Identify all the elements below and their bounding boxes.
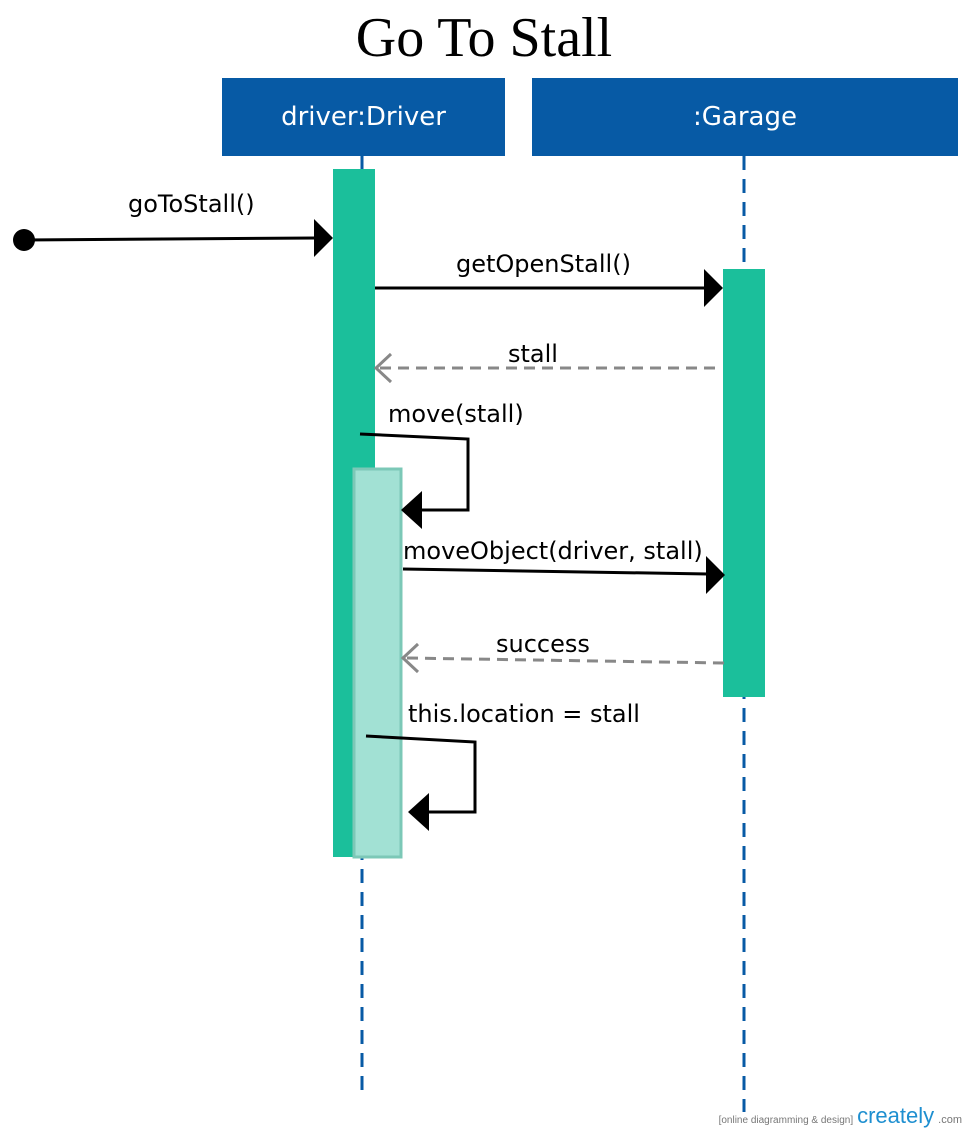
message-return-stall[interactable]: stall: [373, 340, 716, 384]
arrowhead-icon: [408, 793, 429, 831]
arrowhead-icon: [401, 491, 422, 529]
message-label: success: [496, 630, 590, 658]
message-label: stall: [508, 340, 558, 368]
activation-garage: [723, 269, 765, 697]
creately-logo: creately: [857, 1103, 935, 1128]
arrowhead-icon: [704, 269, 723, 307]
watermark-tagline: [online diagramming & design]: [718, 1115, 854, 1126]
lifeline-header-garage[interactable]: :Garage: [532, 78, 958, 156]
message-self-move[interactable]: move(stall): [359, 400, 524, 529]
watermark-suffix: .com: [938, 1114, 962, 1126]
message-gotostall[interactable]: goToStall(): [13, 190, 333, 257]
arrowhead-icon: [706, 556, 725, 594]
message-label: getOpenStall(): [456, 250, 631, 278]
open-arrowhead-icon: [400, 642, 420, 674]
diagram-title: Go To Stall: [355, 7, 613, 69]
message-moveobject[interactable]: moveObject(driver, stall): [402, 537, 725, 594]
activation-driver-nested: [352, 467, 403, 859]
message-label: this.location = stall: [408, 700, 640, 728]
message-getopenstall[interactable]: getOpenStall(): [375, 250, 723, 307]
message-self-location[interactable]: this.location = stall: [365, 700, 640, 831]
message-label: move(stall): [388, 400, 524, 428]
message-return-success[interactable]: success: [400, 630, 725, 674]
lifeline-header-driver[interactable]: driver:Driver: [222, 78, 505, 156]
message-label: goToStall(): [128, 190, 255, 218]
message-label: moveObject(driver, stall): [403, 537, 703, 565]
arrowhead-icon: [314, 219, 333, 257]
creately-watermark: [online diagramming & design] creately .…: [719, 1103, 962, 1129]
open-arrowhead-icon: [373, 352, 393, 384]
